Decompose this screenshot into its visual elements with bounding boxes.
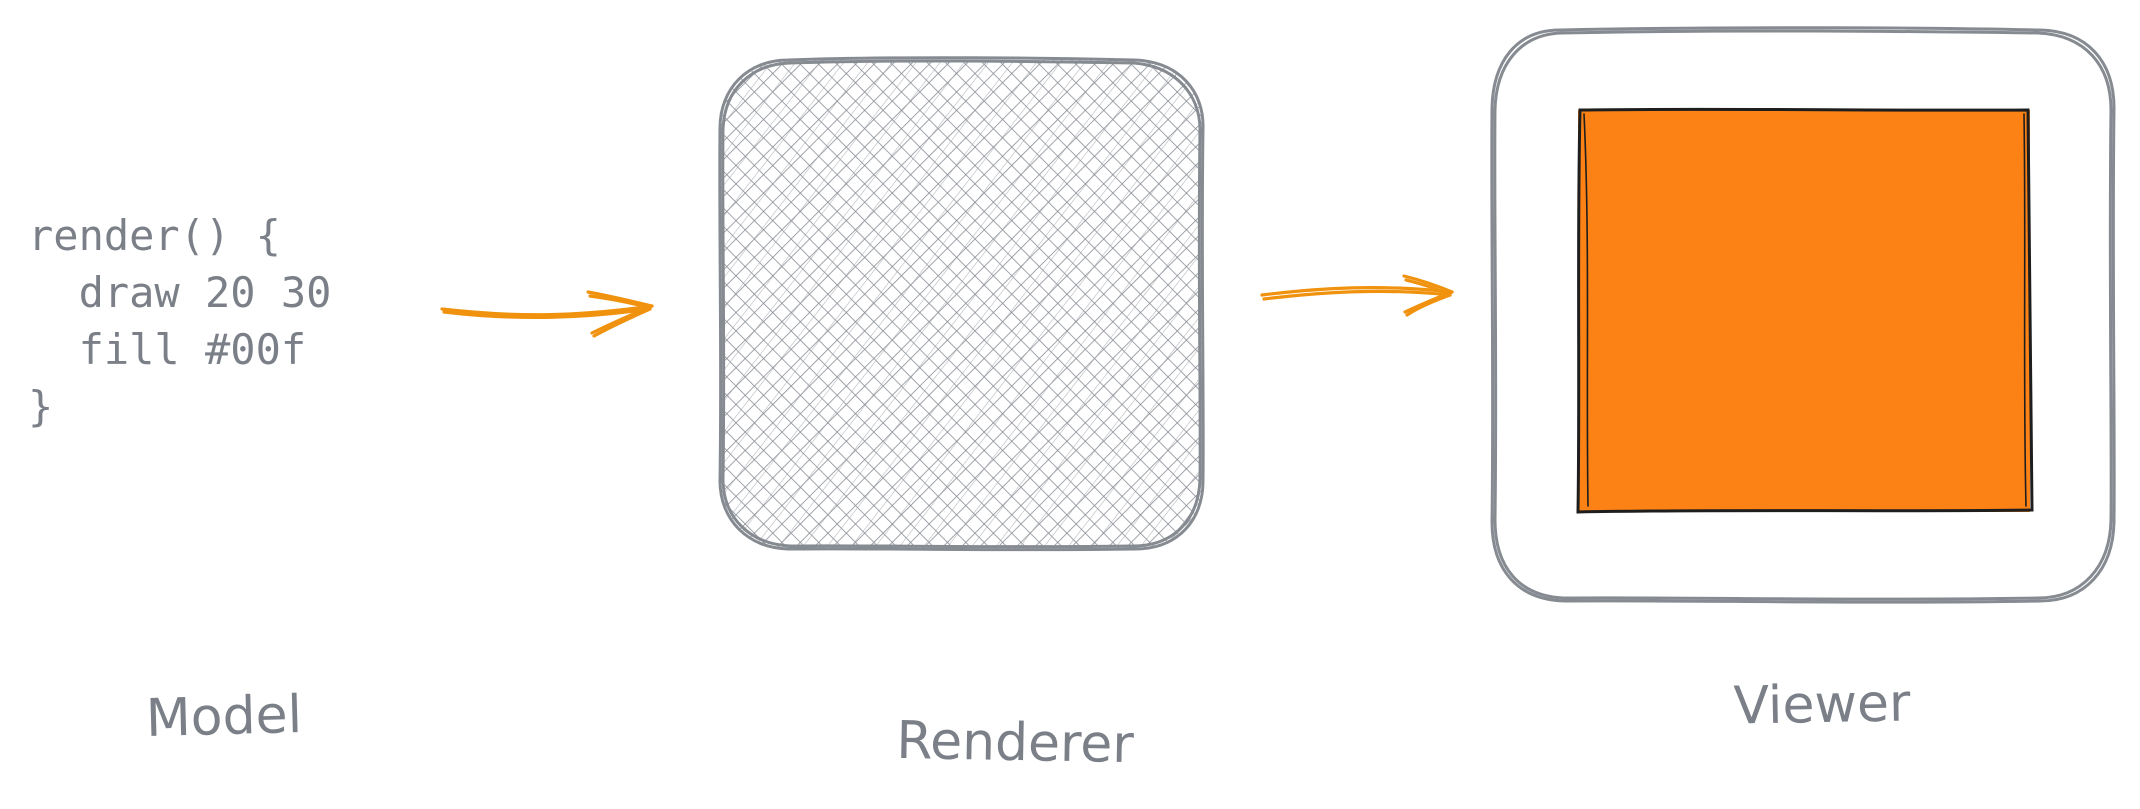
renderer-box [718,56,1205,552]
code-line: } [28,382,53,431]
viewer-screen [1576,107,2034,514]
renderer-label: Renderer [896,711,1135,775]
viewer-label: Viewer [1733,673,1911,736]
model-code-block: render() { draw 20 30 fill #00f } [28,211,331,431]
arrow-renderer-to-viewer-icon [1260,274,1454,317]
code-line: fill #00f [28,325,306,374]
arrow-model-to-renderer-icon [440,290,654,338]
model-label: Model [145,685,303,749]
code-line: draw 20 30 [28,268,331,317]
viewer-box [1490,26,2116,604]
code-line: render() { [28,211,281,260]
